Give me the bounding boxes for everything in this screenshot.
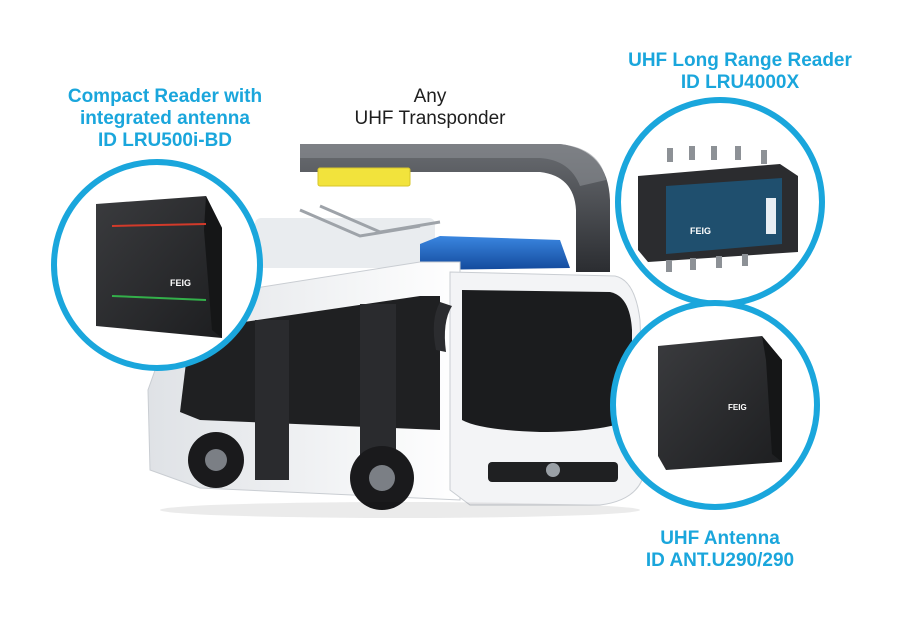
compact-reader-logo: FEIG — [170, 278, 191, 288]
long-range-reader-label-line-2: ID LRU4000X — [680, 72, 800, 93]
uhf-antenna-callout: FEIG — [610, 300, 820, 510]
compact-reader-callout: FEIG — [51, 159, 263, 371]
charging-mast — [300, 144, 610, 272]
uhf-antenna-label-line-1: UHF Antenna — [660, 528, 780, 549]
compact-reader-label-line-1: Compact Reader with — [67, 86, 263, 107]
uhf-antenna-label: UHF Antenna ID ANT.U290/290 — [600, 528, 840, 572]
transponder-tag — [317, 167, 411, 187]
compact-reader-label-line-3: ID LRU500i-BD — [97, 130, 233, 151]
long-range-reader-callout: FEIG — [615, 97, 825, 307]
transponder-label-line-1: Any — [413, 86, 447, 107]
transponder-label: Any UHF Transponder — [330, 86, 530, 130]
uhf-antenna-logo: FEIG — [728, 403, 747, 412]
long-range-reader-label-line-1: UHF Long Range Reader — [628, 50, 852, 71]
compact-reader-label: Compact Reader with integrated antenna I… — [40, 86, 290, 152]
transponder-label-line-2: UHF Transponder — [354, 108, 506, 129]
uhf-antenna-label-line-2: ID ANT.U290/290 — [645, 550, 795, 571]
long-range-reader-label: UHF Long Range Reader ID LRU4000X — [590, 50, 890, 94]
long-range-reader-logo: FEIG — [690, 226, 711, 236]
compact-reader-label-line-2: integrated antenna — [80, 108, 250, 129]
